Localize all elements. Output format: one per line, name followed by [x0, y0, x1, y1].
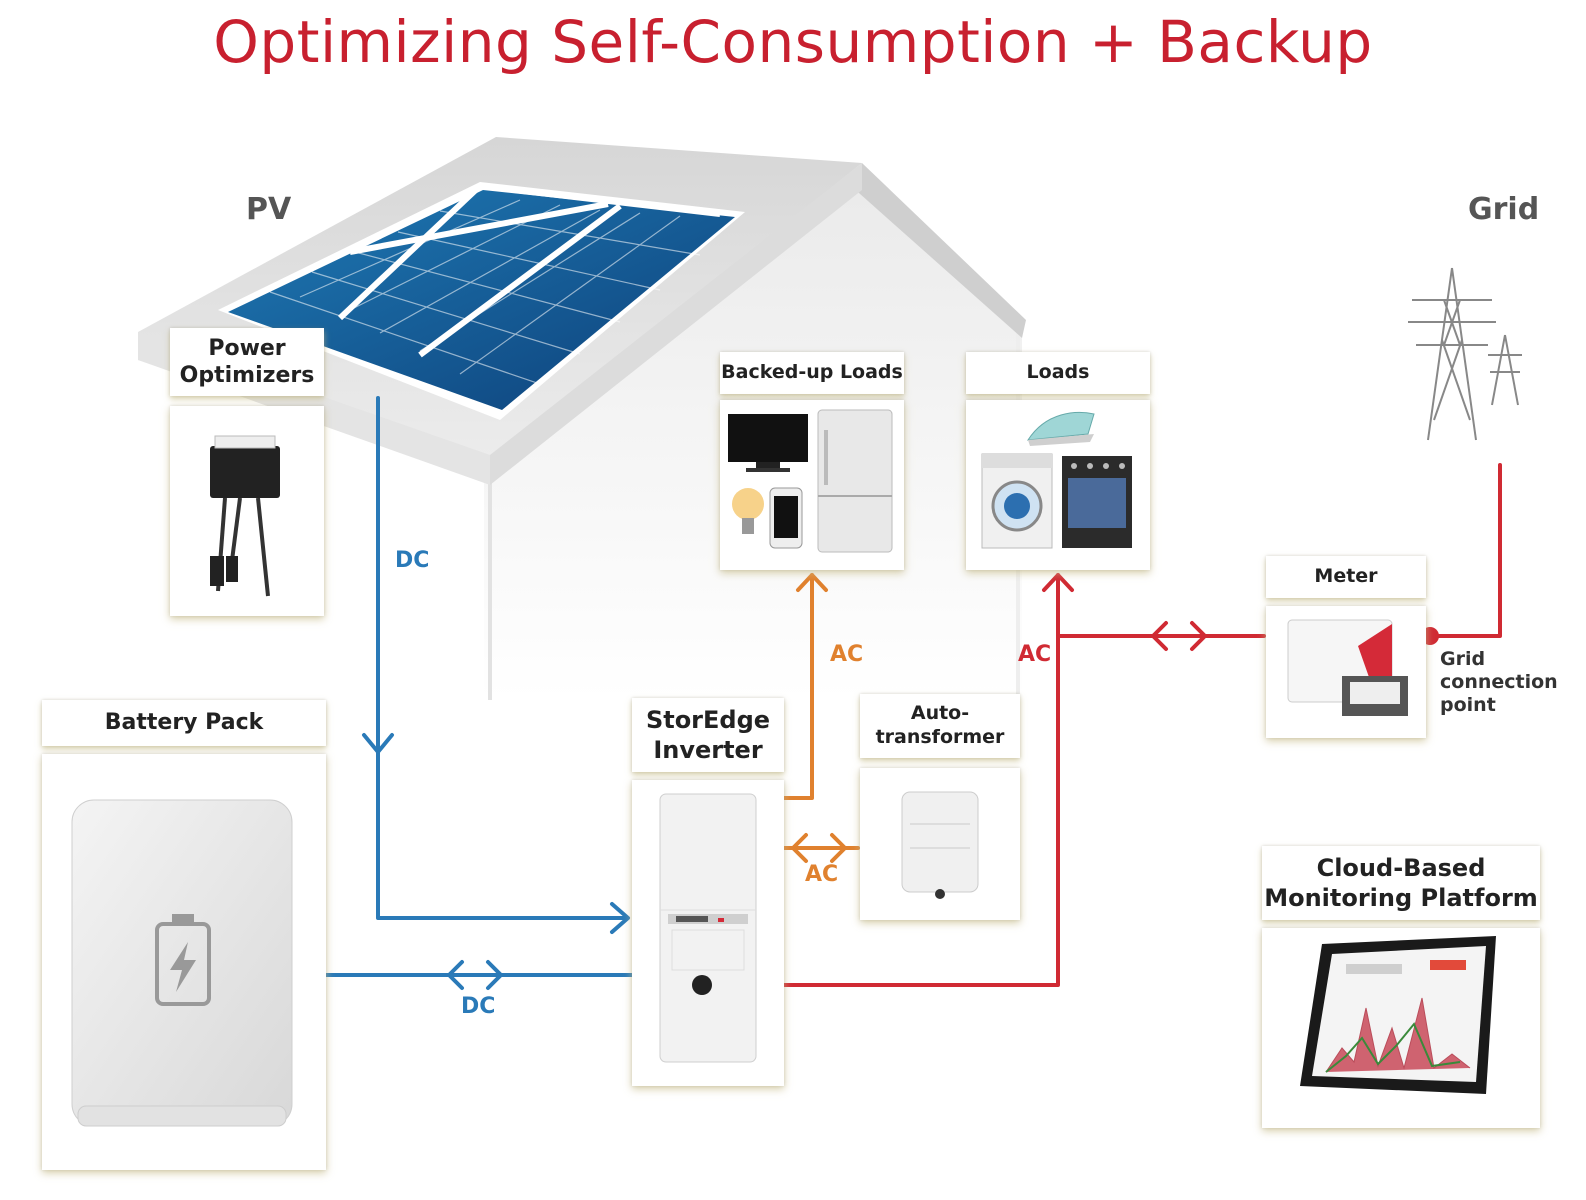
dc-arrow-right [610, 902, 630, 934]
meter-card [1266, 606, 1426, 738]
dc-bidirectional-arrow [447, 960, 503, 990]
page-title: Optimizing Self-Consumption + Backup [213, 8, 1373, 76]
power-optimizers-header: Power Optimizers [170, 328, 324, 396]
loads-header: Loads [966, 352, 1150, 394]
dc-arrow-down [362, 733, 394, 754]
auto-transformer-header: Auto- transformer [860, 694, 1020, 758]
storedge-inverter-header: StorEdge Inverter [632, 698, 784, 772]
fridge-icon [817, 409, 893, 553]
tv-icon [728, 414, 808, 472]
ac-arrow-up-loads [1042, 573, 1074, 592]
grid-line [1430, 463, 1502, 638]
ac-label-loads: AC [1018, 642, 1052, 667]
phone-icon [769, 487, 803, 549]
ac-arrow-up-backed [796, 573, 828, 592]
power-optimizer-icon [210, 435, 280, 597]
ac-label-backed-up: AC [830, 642, 864, 667]
iron-icon [1027, 411, 1095, 446]
ac-line-backed-up [782, 573, 814, 800]
ac-label-autotransformer: AC [805, 862, 839, 887]
cloud-monitoring-header: Cloud-Based Monitoring Platform [1262, 846, 1540, 920]
inverter-icon [659, 793, 757, 1063]
grid-label: Grid [1468, 192, 1540, 227]
ac-meter-bidirectional-arrow [1151, 621, 1207, 651]
power-optimizers-card [170, 406, 324, 616]
pv-label: PV [246, 192, 292, 227]
backed-up-loads-header: Backed-up Loads [720, 352, 904, 394]
dc-label-pv: DC [395, 548, 430, 573]
loads-card [966, 400, 1150, 570]
battery-pack-card [42, 754, 326, 1170]
meter-icon [1287, 619, 1408, 716]
meter-header: Meter [1266, 556, 1426, 598]
solar-panel-icon [218, 182, 745, 420]
ac-bidirectional-arrow [791, 833, 847, 863]
dc-label-battery: DC [461, 994, 496, 1019]
oven-icon [1062, 456, 1132, 548]
transmission-tower-icon [1408, 267, 1522, 441]
monitor-icon [1300, 936, 1496, 1094]
ac-line-loads [782, 573, 1060, 987]
battery-icon [155, 914, 211, 1006]
storedge-inverter-card [632, 780, 784, 1086]
grid-connection-point-label: Grid connection point [1440, 648, 1558, 717]
dc-line-pv [376, 396, 628, 920]
auto-transformer-card [860, 768, 1020, 920]
battery-pack-header: Battery Pack [42, 700, 326, 746]
lightbulb-icon [732, 488, 764, 534]
autotransformer-icon [901, 791, 979, 899]
washing-machine-icon [981, 453, 1053, 549]
backed-up-loads-card [720, 400, 904, 570]
cloud-monitoring-card [1262, 928, 1540, 1128]
